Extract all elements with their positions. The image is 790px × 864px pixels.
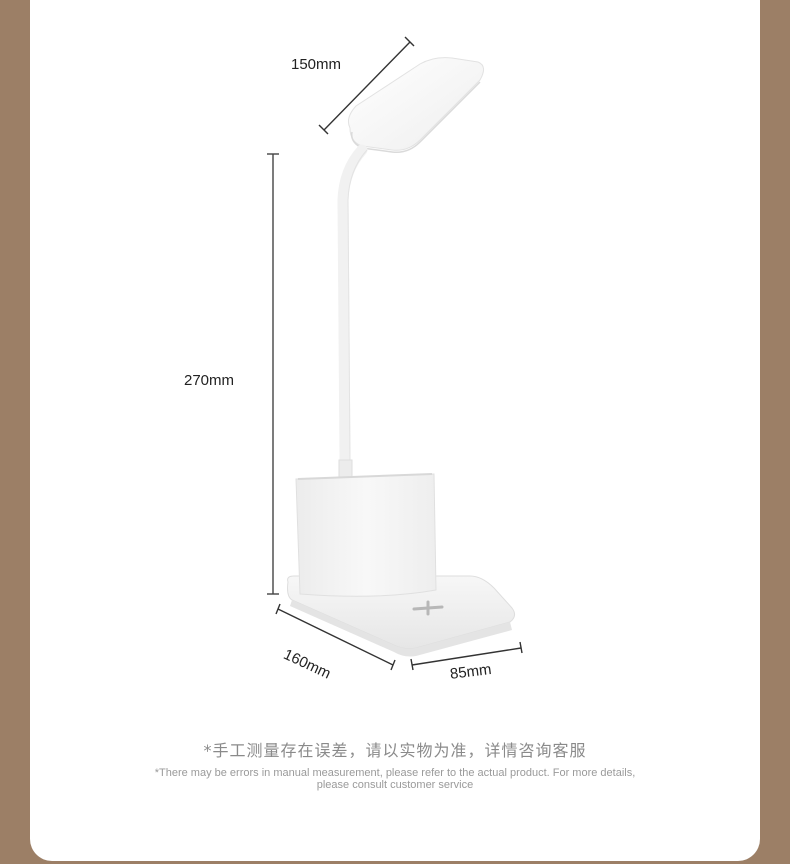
measurement-note-english: *There may be errors in manual measureme… [120, 767, 670, 791]
lamp-gooseneck [337, 144, 368, 466]
measurement-note-chinese: *手工测量存在误差，请以实物为准，详情咨询客服 [203, 741, 587, 760]
lamp-head [348, 57, 484, 154]
note-english-line-2: please consult customer service [316, 779, 474, 791]
height-label: 270mm [184, 372, 235, 389]
pen-holder [295, 473, 437, 597]
note-english-line-1: *There may be errors in manual measureme… [154, 767, 636, 779]
dimension-line-base-length [275, 603, 396, 671]
head-width-label: 150mm [291, 56, 342, 73]
dimension-line-height [267, 153, 279, 595]
dimension-line-base-depth [410, 641, 523, 671]
dimension-line-head-width [318, 36, 415, 135]
wireless-charging-plus-icon [412, 600, 444, 616]
